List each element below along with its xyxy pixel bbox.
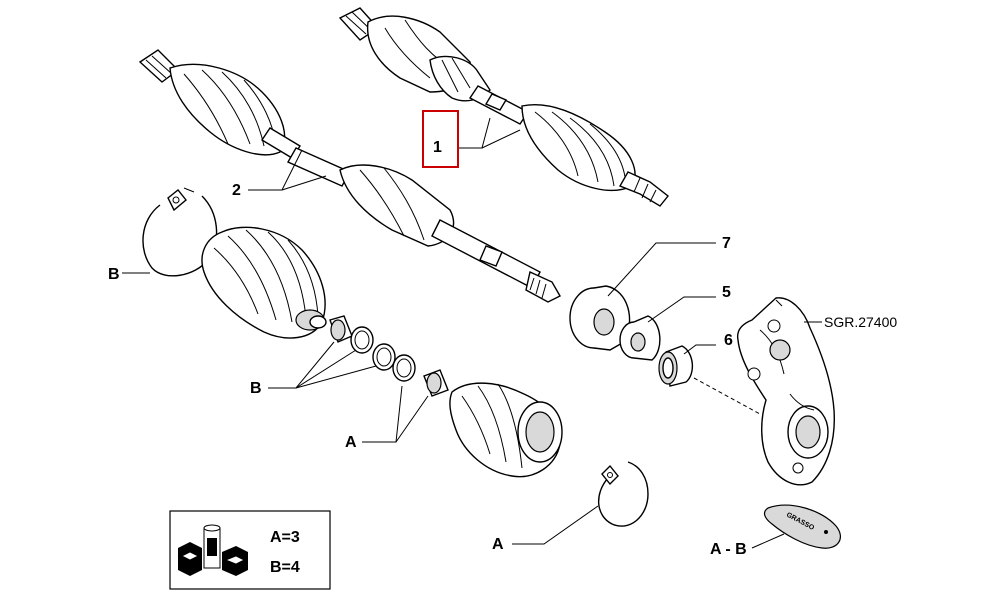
ring-b[interactable] [329,315,353,343]
callout-a-clamp: A [492,505,599,553]
callout-6: 6 [683,332,733,355]
driveshaft-2[interactable] [138,49,561,303]
circlip-b-1[interactable] [350,326,374,354]
callout-b-clamp: B [108,266,150,283]
callout-ab-grease-label: A - B [710,541,747,558]
ring-a[interactable] [423,369,449,397]
callout-b-parts: B [250,341,377,397]
clamp-b-large[interactable] [142,187,218,277]
circlip-b-2[interactable] [372,343,396,371]
callout-6-label: 6 [724,332,733,349]
highlight-box [422,110,459,168]
callout-1: 1 [422,110,521,168]
callout-5-label: 5 [722,284,731,301]
reference-code-callout: SGR.27400 [804,314,897,330]
callout-5: 5 [647,284,731,323]
bearing-5[interactable] [619,315,661,361]
grease-tube[interactable]: GRASSO [763,504,841,549]
kit-box: A=3 B=4 [169,510,331,590]
boot-large-b[interactable] [201,226,327,339]
callout-b-parts-label: B [250,380,262,397]
kit-line-b: B=4 [270,559,300,576]
callout-a-parts: A [345,385,429,451]
driveshaft-1[interactable] [338,7,669,207]
assembly-axis-line [693,377,761,415]
clamp-a[interactable] [598,461,649,527]
callout-2-label: 2 [232,182,241,199]
circlip-a[interactable] [392,354,416,382]
callout-1-label: 1 [433,139,442,156]
reference-code: SGR.27400 [824,314,897,330]
support-bracket[interactable] [736,297,835,486]
bushing-6[interactable] [658,345,693,387]
callout-b-clamp-label: B [108,266,120,283]
callout-a-parts-label: A [345,434,357,451]
callout-2: 2 [232,149,327,199]
callout-7-label: 7 [722,235,731,252]
boot-small-a[interactable] [449,382,563,478]
callout-a-clamp-label: A [492,536,504,553]
callout-ab-grease: A - B [710,533,785,558]
kit-line-a: A=3 [270,529,300,546]
kit-icon [178,524,248,576]
callout-7: 7 [607,235,731,297]
